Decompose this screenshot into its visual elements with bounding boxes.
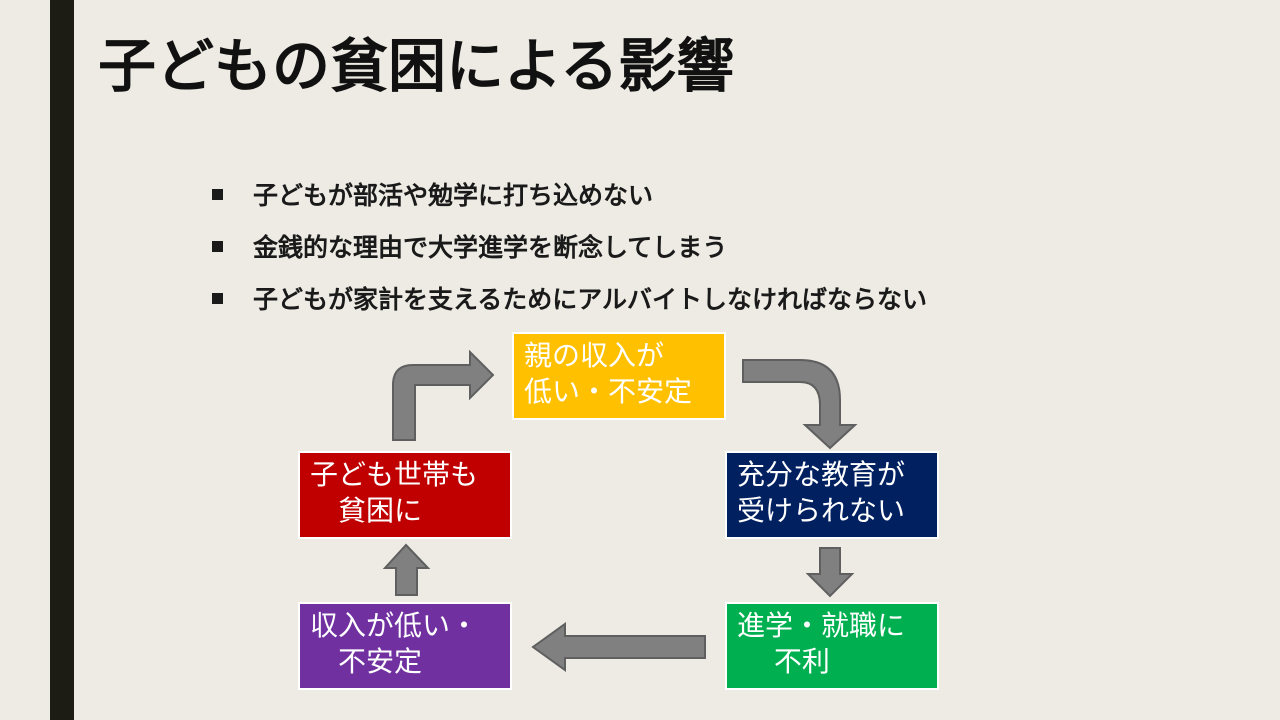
square-bullet-icon — [212, 188, 223, 200]
bullet-text: 子どもが部活や勉学に打ち込めない — [253, 181, 654, 210]
arrow-up — [382, 543, 431, 596]
arrow-left — [531, 622, 706, 672]
arrow-down — [805, 547, 855, 598]
accent-bar — [50, 0, 74, 720]
square-bullet-icon — [212, 292, 223, 304]
bullet-item: 子どもが部活や勉学に打ち込めない — [212, 168, 927, 220]
slide-title: 子どもの貧困による影響 — [98, 32, 735, 100]
bullet-list: 子どもが部活や勉学に打ち込めない 金銭的な理由で大学進学を断念してしまう 子ども… — [212, 168, 927, 324]
cycle-box-child-household-poverty: 子ども世帯も 貧困に — [298, 451, 512, 539]
bullet-item: 子どもが家計を支えるためにアルバイトしなければならない — [212, 272, 927, 324]
cycle-box-insufficient-education: 充分な教育が 受けられない — [725, 451, 939, 539]
cycle-box-low-income-parents: 親の収入が 低い・不安定 — [512, 332, 726, 420]
bullet-text: 金銭的な理由で大学進学を断念してしまう — [253, 233, 728, 262]
bullet-text: 子どもが家計を支えるためにアルバイトしなければならない — [253, 285, 928, 314]
cycle-box-disadvantage-career: 進学・就職に 不利 — [725, 602, 939, 690]
bent-arrow-up-right — [392, 349, 495, 441]
bent-arrow-right-down — [742, 359, 858, 450]
bullet-item: 金銭的な理由で大学進学を断念してしまう — [212, 220, 927, 272]
cycle-box-low-income-unstable: 収入が低い・ 不安定 — [298, 602, 512, 690]
square-bullet-icon — [212, 240, 223, 252]
